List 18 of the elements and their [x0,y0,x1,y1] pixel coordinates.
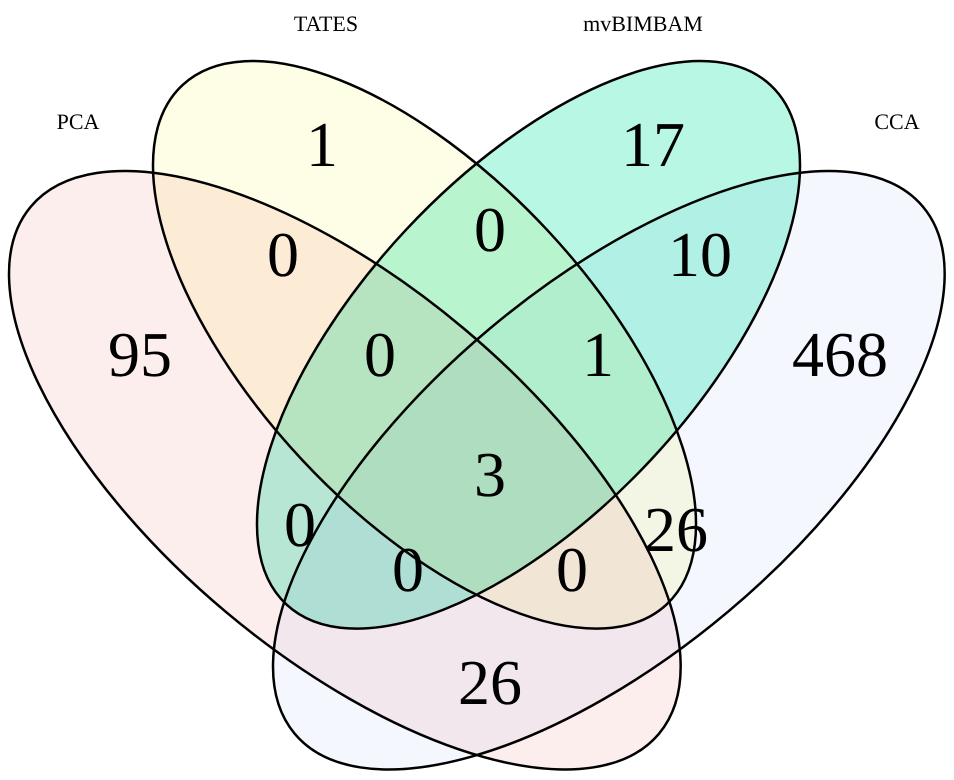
region-count: 0 [474,198,506,262]
region-count: 26 [458,651,522,715]
region-count: 0 [556,538,588,602]
region-count: 17 [621,113,685,177]
set-name: PCA [56,109,100,135]
region-count: 0 [284,493,316,557]
region-count: 1 [582,323,614,387]
region-count: 0 [267,223,299,287]
region-count: 1 [306,113,338,177]
set-name: CCA [874,109,920,135]
region-count: 0 [364,323,396,387]
set-name: TATES [294,11,358,37]
region-count: 3 [474,443,506,507]
set-name: mvBIMBAM [583,11,703,37]
region-count: 95 [108,323,172,387]
region-count: 0 [392,538,424,602]
region-count: 468 [792,323,888,387]
region-count: 10 [668,223,732,287]
